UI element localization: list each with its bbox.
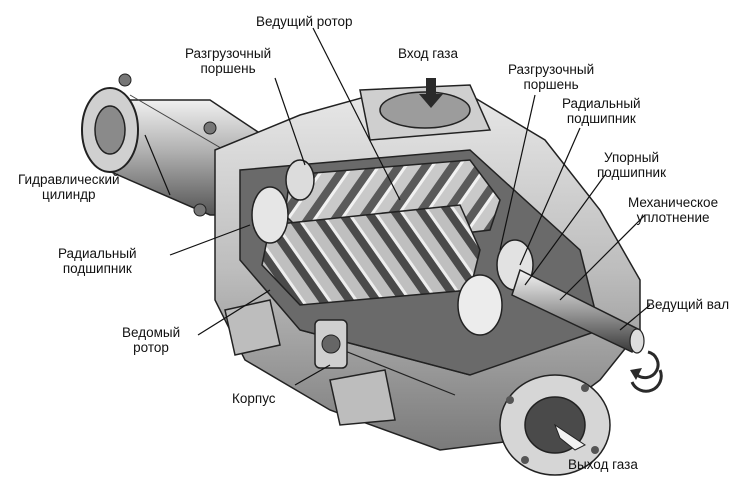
label-gas-inlet: Вход газа bbox=[398, 46, 458, 61]
gas-inlet-arrow bbox=[419, 78, 443, 108]
label-radial-bearing-left: Радиальный подшипник bbox=[58, 246, 137, 276]
label-hydraulic-cylinder: Гидравлический цилиндр bbox=[18, 172, 120, 202]
leader-lines bbox=[144, 27, 651, 386]
label-thrust-bearing: Упорный подшипник bbox=[597, 150, 666, 180]
rotation-arrow-icon bbox=[630, 350, 663, 393]
label-driven-rotor: Ведомый ротор bbox=[122, 325, 181, 355]
gas-outlet-arrow bbox=[553, 423, 586, 451]
label-unload-piston-left: Разгрузочный поршень bbox=[185, 46, 272, 76]
label-radial-bearing-right: Радиальный подшипник bbox=[562, 96, 641, 126]
label-mechanical-seal: Механическое уплотнение bbox=[628, 195, 719, 225]
drive-shaft bbox=[511, 268, 645, 354]
label-gas-outlet: Выход газа bbox=[568, 457, 638, 472]
label-drive-shaft: Ведущий вал bbox=[646, 297, 730, 312]
label-housing: Корпус bbox=[232, 391, 276, 406]
label-unload-piston-right: Разгрузочный поршень bbox=[508, 62, 595, 92]
label-drive-rotor: Ведущий ротор bbox=[256, 14, 353, 29]
